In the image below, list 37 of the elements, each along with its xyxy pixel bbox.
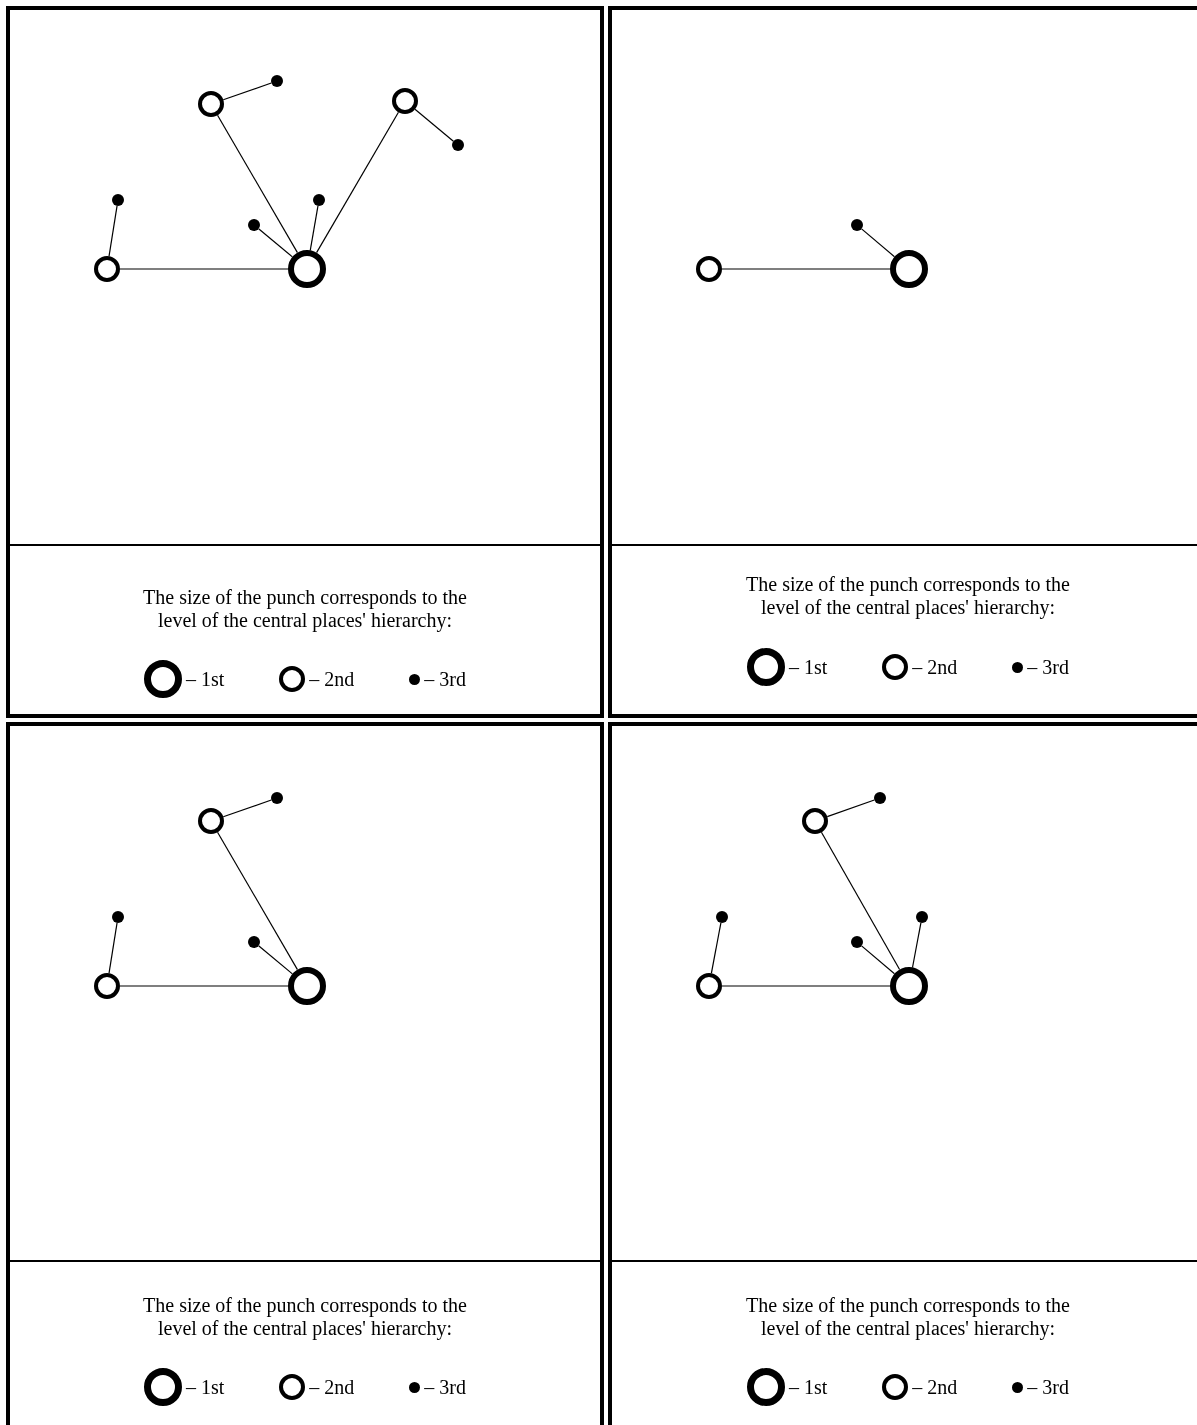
connector-line [414, 108, 454, 142]
legend-text: – 1st [789, 655, 828, 679]
legend-text: – 3rd [1027, 1375, 1069, 1399]
legend-text: – 3rd [424, 667, 466, 691]
connector-line [222, 799, 272, 818]
connector-line [108, 205, 118, 257]
connector-line [119, 268, 289, 270]
legend-text: – 3rd [424, 1375, 466, 1399]
connector-line [258, 228, 293, 258]
connector-line [216, 114, 299, 254]
connector-line [315, 111, 400, 254]
legend-text: – 2nd [309, 667, 355, 691]
connector-line [721, 268, 891, 270]
connector-line [911, 922, 922, 968]
connector-line [861, 945, 896, 975]
legend-text: – 2nd [912, 655, 958, 679]
connector-line [216, 831, 299, 971]
connector-line [721, 985, 891, 987]
connector-line [826, 799, 875, 818]
legend-text: – 3rd [1027, 655, 1069, 679]
legend-text: – 1st [186, 1375, 225, 1399]
legend-text: – 2nd [912, 1375, 958, 1399]
connector-line [820, 831, 901, 971]
legend-caption: The size of the punch corresponds to the level of the central places' hierarchy: [745, 573, 1071, 619]
connector-line [119, 985, 289, 987]
connector-line [108, 922, 118, 974]
connector-line [258, 945, 293, 975]
legend-caption: The size of the punch corresponds to the level of the central places' hierarchy: [745, 1294, 1071, 1340]
legend-text: – 2nd [309, 1375, 355, 1399]
legend-caption: The size of the punch corresponds to the level of the central places' hierarchy: [142, 586, 468, 632]
legend-caption: The size of the punch corresponds to the level of the central places' hierarchy: [142, 1294, 468, 1340]
connector-line [861, 228, 896, 258]
legend-text: – 1st [186, 667, 225, 691]
connector-line [710, 922, 722, 974]
legend-text: – 1st [789, 1375, 828, 1399]
connector-line [222, 82, 272, 101]
connector-line [309, 205, 319, 251]
